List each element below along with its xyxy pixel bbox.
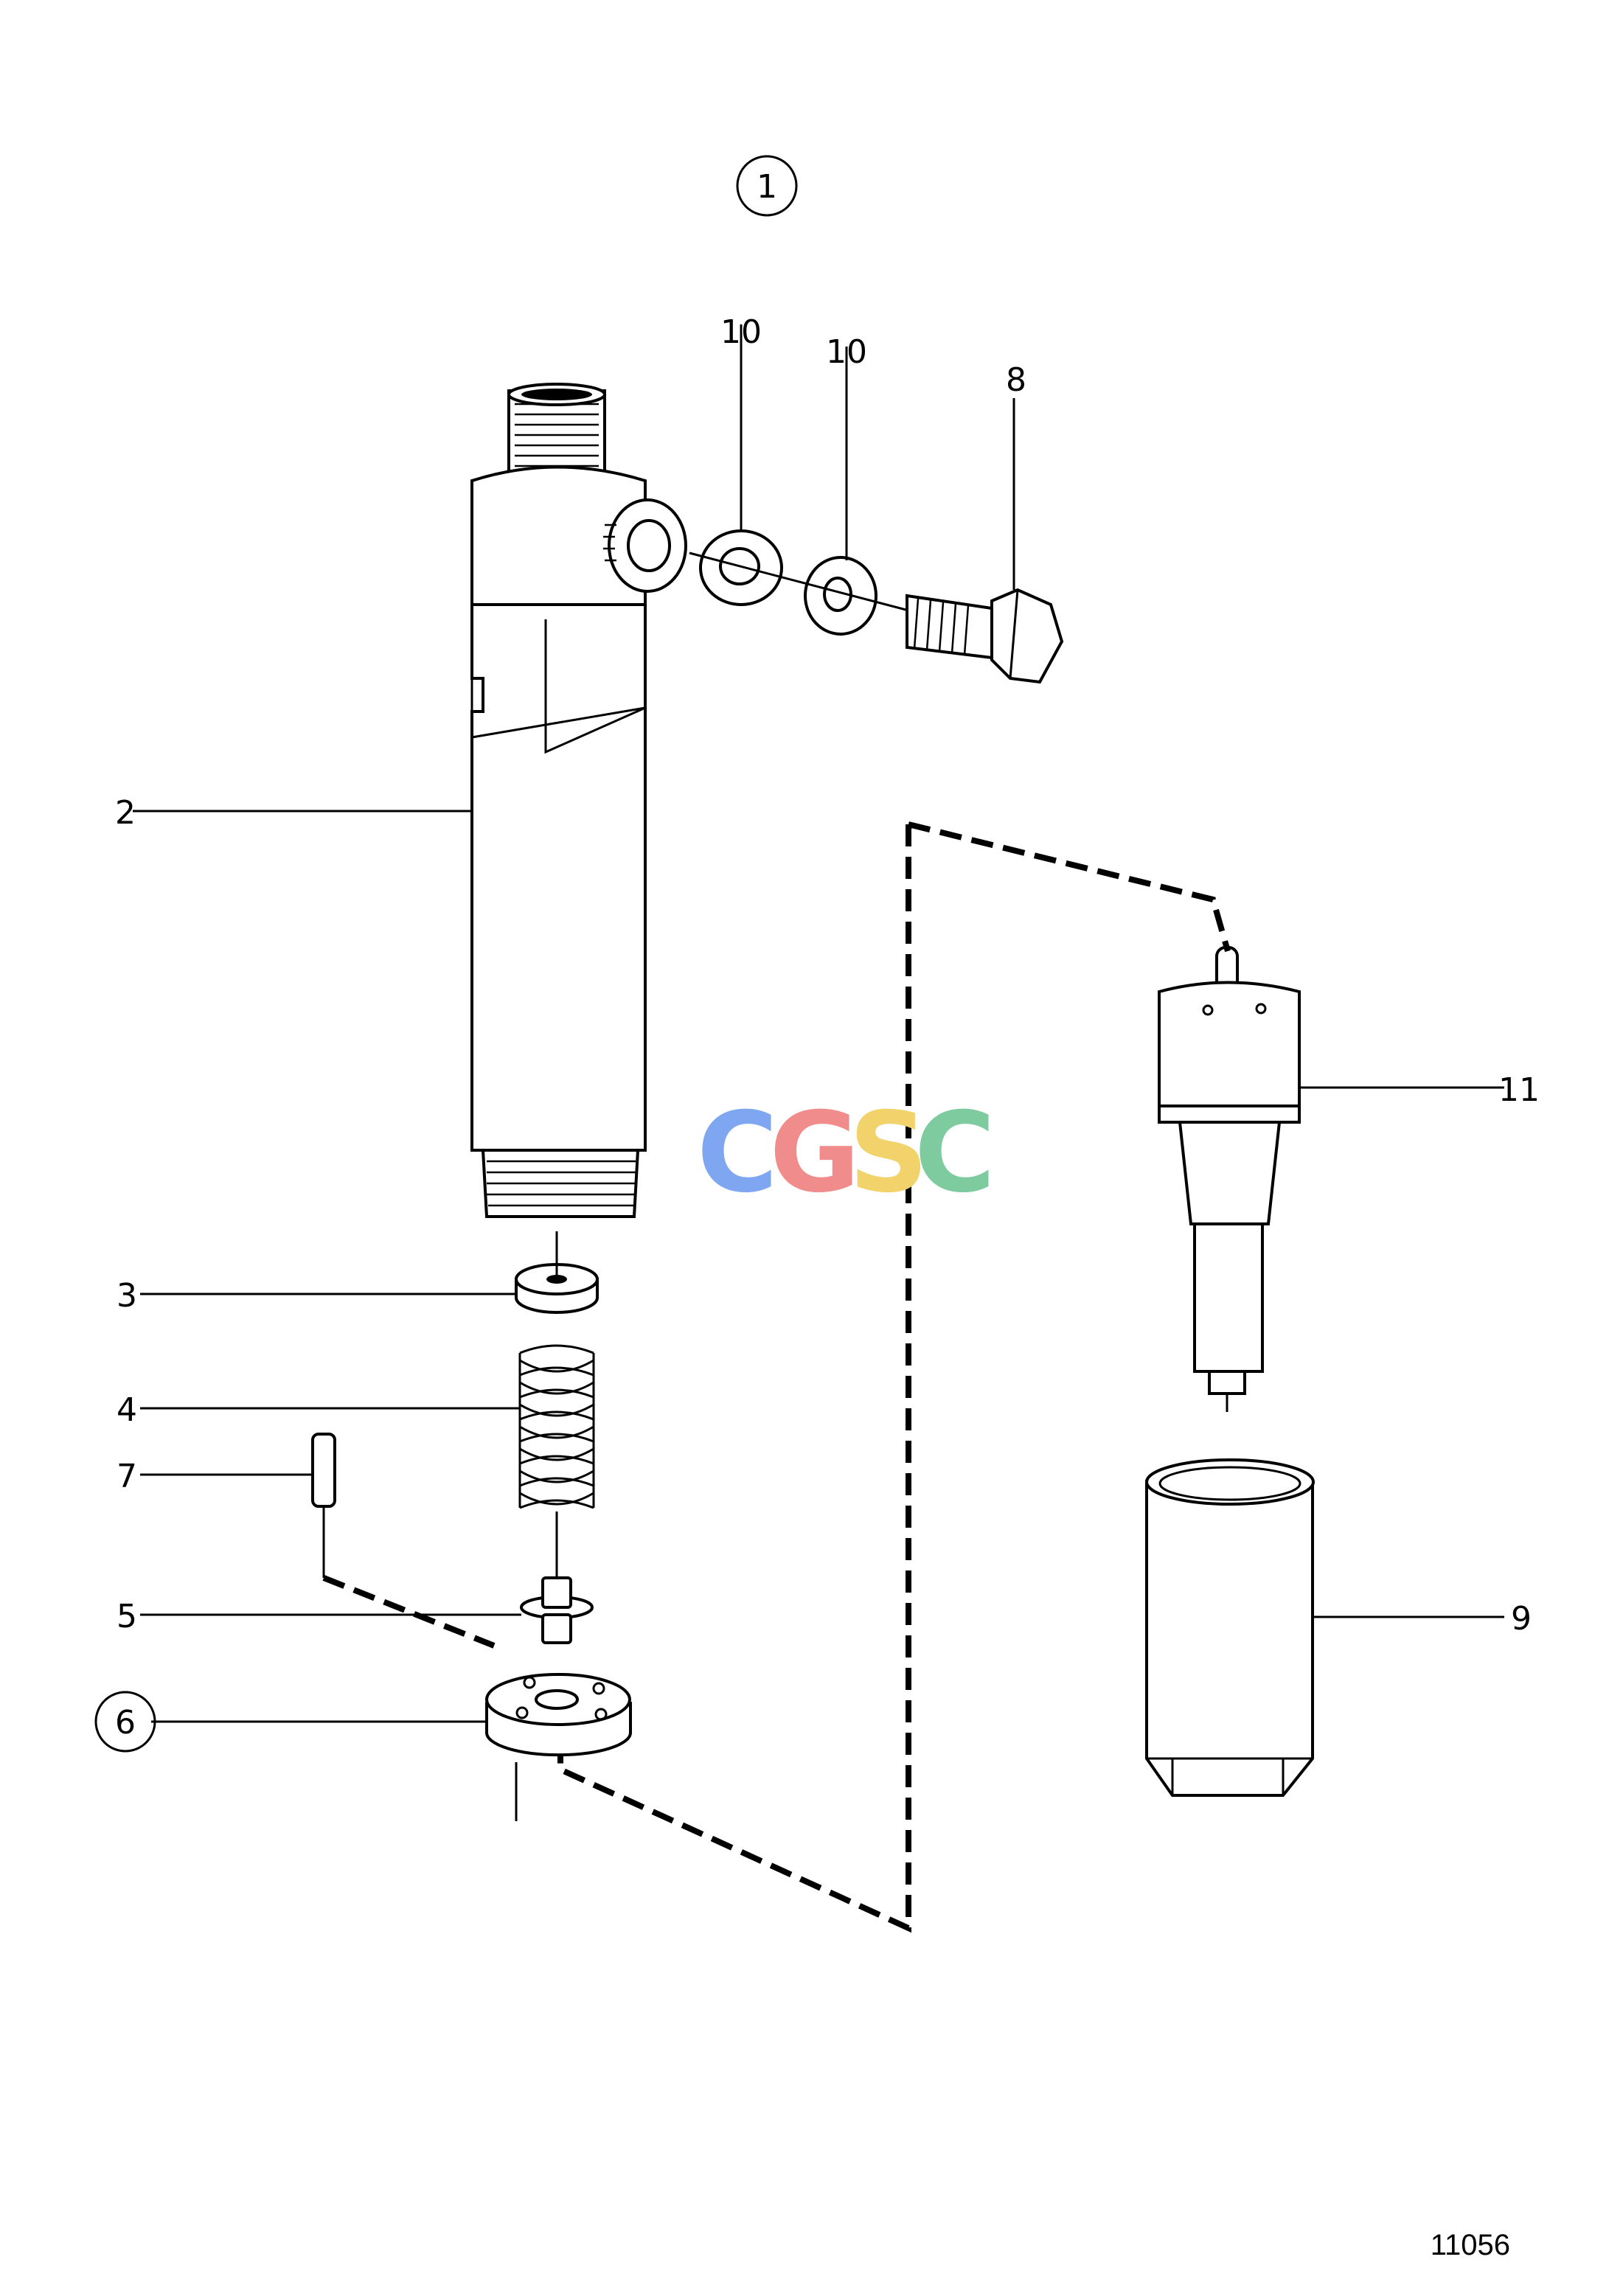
watermark-letter-c1: C <box>697 1089 778 1217</box>
dashed-route-main <box>557 821 1231 1933</box>
callout-5: 5 <box>117 1598 137 1635</box>
watermark-letter-s: S <box>849 1089 928 1217</box>
intermediate-plate <box>485 1673 632 1757</box>
nozzle-nut <box>1145 1458 1315 1797</box>
callout-1: 1 <box>757 168 777 206</box>
callout-1-circle <box>736 155 798 217</box>
callout-3: 3 <box>117 1277 137 1315</box>
part-3 <box>515 1263 599 1314</box>
banjo-bolt <box>906 588 1064 684</box>
callout-2: 2 <box>115 794 136 832</box>
nozzle <box>1158 946 1301 1412</box>
figure-reference: 11056 <box>1431 2229 1510 2261</box>
callout-10-right: 10 <box>826 333 867 371</box>
pin <box>311 1433 336 1578</box>
callout-6: 6 <box>115 1704 136 1742</box>
washer-1 <box>699 529 783 606</box>
injector-body <box>470 383 687 1218</box>
spring <box>518 1344 595 1509</box>
callout-11: 11 <box>1498 1071 1540 1109</box>
dashed-route-pin <box>322 1575 496 1649</box>
washer-2 <box>804 556 877 636</box>
callout-10-left: 10 <box>720 313 762 351</box>
callout-7: 7 <box>117 1458 137 1495</box>
callout-6-circle <box>94 1691 156 1753</box>
leader-lines <box>133 324 1504 1723</box>
watermark-letter-c2: C <box>914 1089 995 1217</box>
watermark-letter-g: G <box>769 1089 860 1217</box>
callout-8: 8 <box>1006 361 1026 399</box>
cgsc-watermark: C G S C <box>697 1089 995 1217</box>
spindle <box>520 1576 594 1644</box>
callout-4: 4 <box>117 1391 137 1429</box>
callout-9: 9 <box>1511 1600 1532 1638</box>
